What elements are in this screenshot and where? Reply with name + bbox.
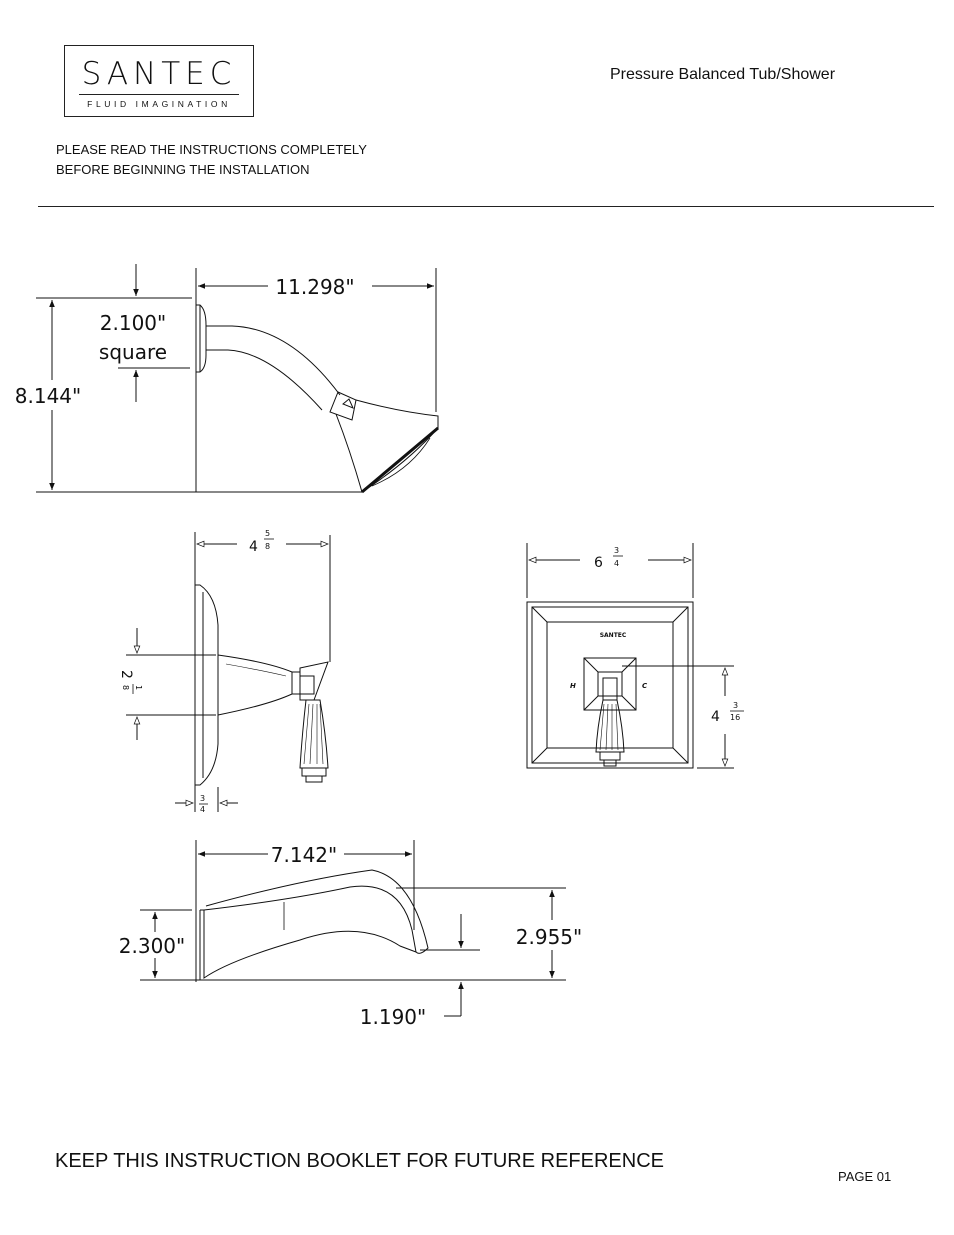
logo-wordmark: SANTEC: [81, 56, 237, 92]
trim-num: 3: [200, 794, 205, 803]
logo-divider: [79, 94, 239, 95]
shower-height-dim: 8.144": [15, 384, 81, 408]
spout-height-dim: 2.300": [119, 934, 185, 958]
spout-length-dim: 7.142": [271, 843, 337, 867]
trim-den: 4: [200, 805, 205, 814]
valve-height-whole: 2: [118, 670, 134, 679]
spout-outlet-dim: 1.190": [360, 1005, 426, 1029]
valve-width-den: 4: [614, 559, 619, 568]
keep-booklet-notice: KEEP THIS INSTRUCTION BOOKLET FOR FUTURE…: [55, 1150, 664, 1172]
valve-height-num: 1: [134, 685, 143, 690]
valve-side-drawing: [126, 532, 331, 812]
shower-head-drawing: [36, 264, 439, 494]
cold-mark: C: [642, 682, 648, 690]
valve-front-height-dim: 4 3 16: [711, 701, 744, 725]
flange-dim-shape: square: [99, 340, 167, 364]
logo-tagline: FLUID IMAGINATION: [87, 99, 231, 109]
plate-brand: SANTEC: [600, 632, 627, 639]
brand-logo: SANTEC FLUID IMAGINATION: [64, 45, 254, 117]
notice-line-1: PLEASE READ THE INSTRUCTIONS COMPLETELY: [56, 142, 367, 157]
valve-trim-dim: 3 4: [199, 794, 208, 814]
shower-width-dim: 11.298": [275, 275, 354, 299]
valve-front-height-whole: 4: [711, 709, 720, 725]
notice-line-2: BEFORE BEGINNING THE INSTALLATION: [56, 161, 310, 177]
tub-spout-drawing: [140, 840, 566, 1017]
valve-depth-den: 8: [265, 542, 270, 551]
product-title: Pressure Balanced Tub/Shower: [610, 66, 836, 83]
valve-front-drawing: [526, 543, 734, 769]
valve-height-den: 8: [121, 685, 130, 690]
header-divider: [38, 206, 934, 207]
spout-clearance-dim: 2.955": [516, 925, 582, 949]
valve-side-depth-dim: 4 5 8: [249, 529, 274, 555]
install-notice: PLEASE READ THE INSTRUCTIONS COMPLETELY …: [56, 140, 367, 179]
valve-width-num: 3: [614, 546, 619, 555]
valve-side-height-dim: 2 1 8: [118, 670, 143, 694]
valve-front-width-dim: 6 3 4: [594, 546, 623, 571]
page-number: PAGE 01: [838, 1169, 892, 1184]
hot-mark: H: [570, 682, 576, 690]
valve-depth-num: 5: [265, 529, 270, 538]
valve-width-whole: 6: [594, 555, 603, 571]
flange-dim-value: 2.100": [100, 311, 166, 335]
valve-front-height-den: 16: [730, 713, 740, 722]
valve-depth-whole: 4: [249, 539, 258, 555]
valve-front-height-num: 3: [733, 701, 738, 710]
